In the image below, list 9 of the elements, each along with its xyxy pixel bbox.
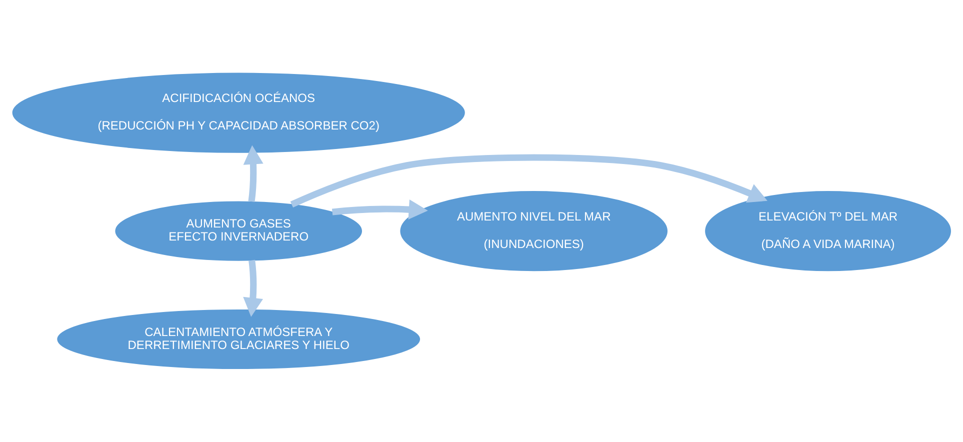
arrow bbox=[243, 145, 264, 202]
arrow bbox=[243, 260, 264, 317]
arrow bbox=[332, 200, 428, 220]
node-ellipse: CALENTAMIENTO ATMÓSFERA Y DERRETIMIENTO GLACIARES Y HIELO bbox=[57, 309, 420, 370]
node-ellipse: AUMENTO GASES EFECTO INVERNADERO bbox=[115, 201, 362, 261]
node-ellipse: ACIFIDICACIÓN OCÉANOS (REDUCCIÓN PH Y CAPACIDAD ABSORBER CO2) bbox=[12, 72, 465, 153]
arrow bbox=[290, 154, 768, 208]
node-ellipse: ELEVACIÓN Tº DEL MAR (DAÑO A VIDA MARINA) bbox=[705, 191, 951, 272]
node-ellipse: AUMENTO NIVEL DEL MAR (INUNDACIONES) bbox=[400, 191, 668, 272]
